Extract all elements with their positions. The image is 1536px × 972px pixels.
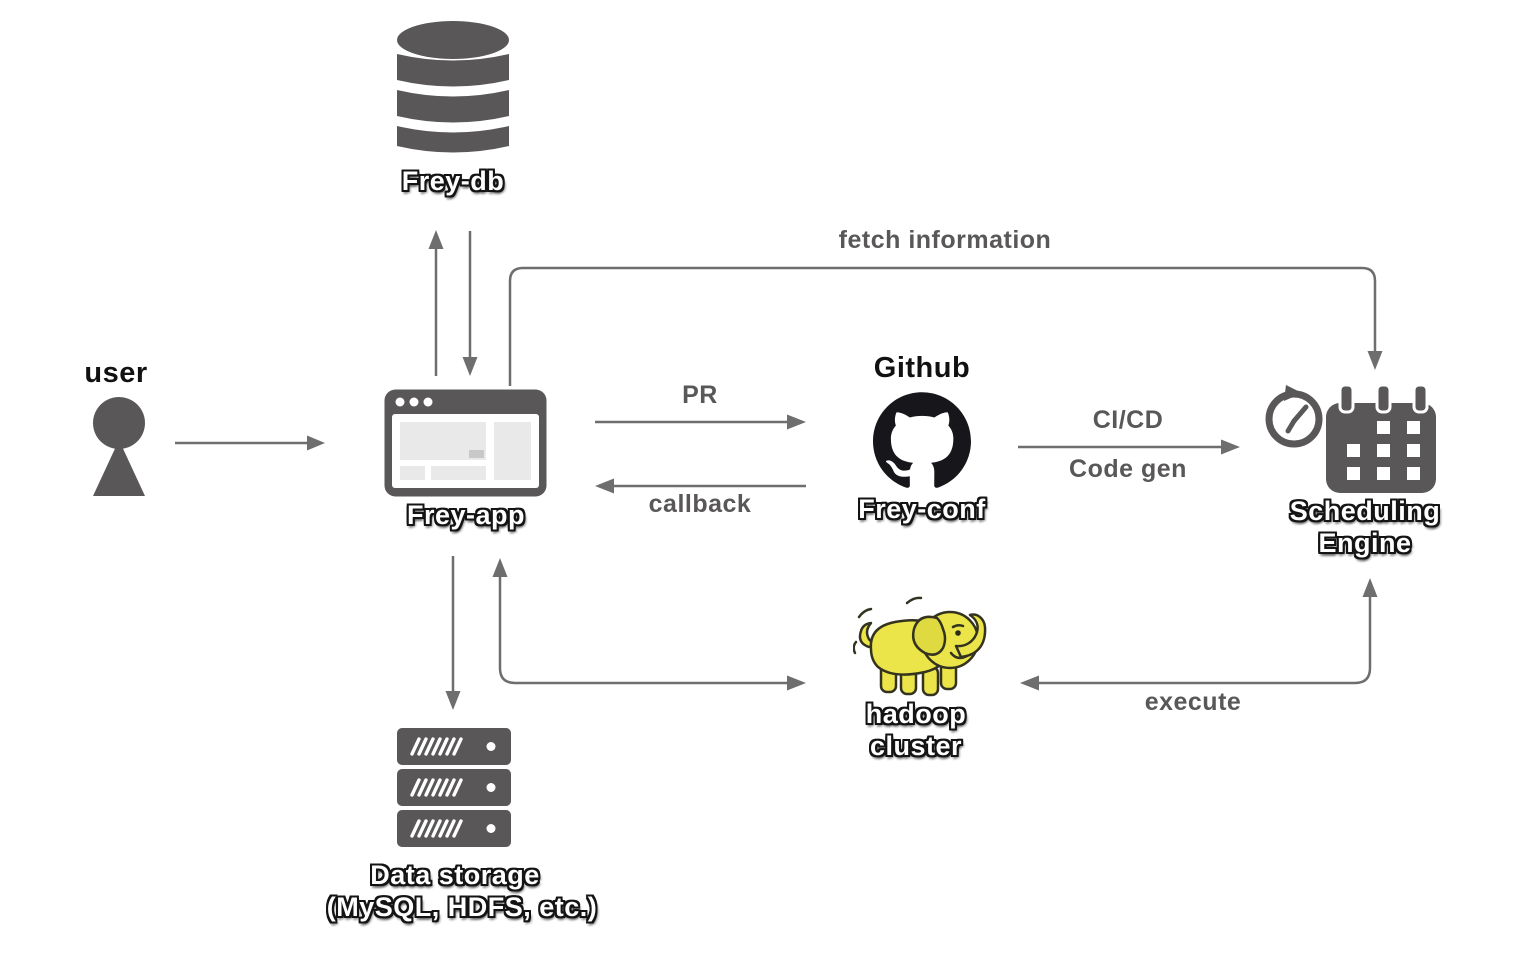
frey-db-label: Frey-db [401,166,505,196]
github-logo-icon [873,392,971,488]
arrow-user-to-frey-app [175,435,325,451]
arrow-frey-db-to-frey-app [462,231,478,376]
hadoop-cluster-label-line1: hadoop [865,699,967,729]
database-icon [397,21,509,153]
scheduling-engine-label-line2: Engine [1318,528,1412,558]
callback-label: callback [648,490,752,518]
arrow-cicd [1018,439,1240,455]
arrow-frey-app-to-storage [445,556,461,710]
hadoop-cluster-label-line2: cluster [869,731,963,761]
browser-window-icon [384,389,547,497]
data-storage-label-line1: Data storage [370,860,540,890]
cicd-label-line2: Code gen [1069,455,1187,483]
arrow-frey-app-hadoop [492,558,806,691]
person-icon [93,397,145,496]
fetch-information-label: fetch information [838,226,1052,254]
frey-app-label: Frey-app [406,500,526,530]
calendar-clock-icon [1265,383,1436,493]
frey-conf-label: Frey-conf [858,494,986,524]
arrow-pr [595,414,806,430]
github-title: Github [873,352,971,384]
user-label: user [84,357,148,389]
server-stack-icon [397,728,511,847]
cicd-label-line1: CI/CD [1092,406,1164,434]
execute-label: execute [1144,688,1242,716]
hadoop-elephant-icon [853,596,987,697]
arrow-frey-app-to-frey-db [428,230,444,376]
pr-label: PR [682,381,718,409]
scheduling-engine-label-line1: Scheduling [1289,496,1441,526]
arrow-callback [595,478,806,494]
data-storage-label-line2: (MySQL, HDFS, etc.) [326,892,598,922]
arrow-execute [1020,578,1378,691]
arrow-fetch-information [508,266,1383,386]
